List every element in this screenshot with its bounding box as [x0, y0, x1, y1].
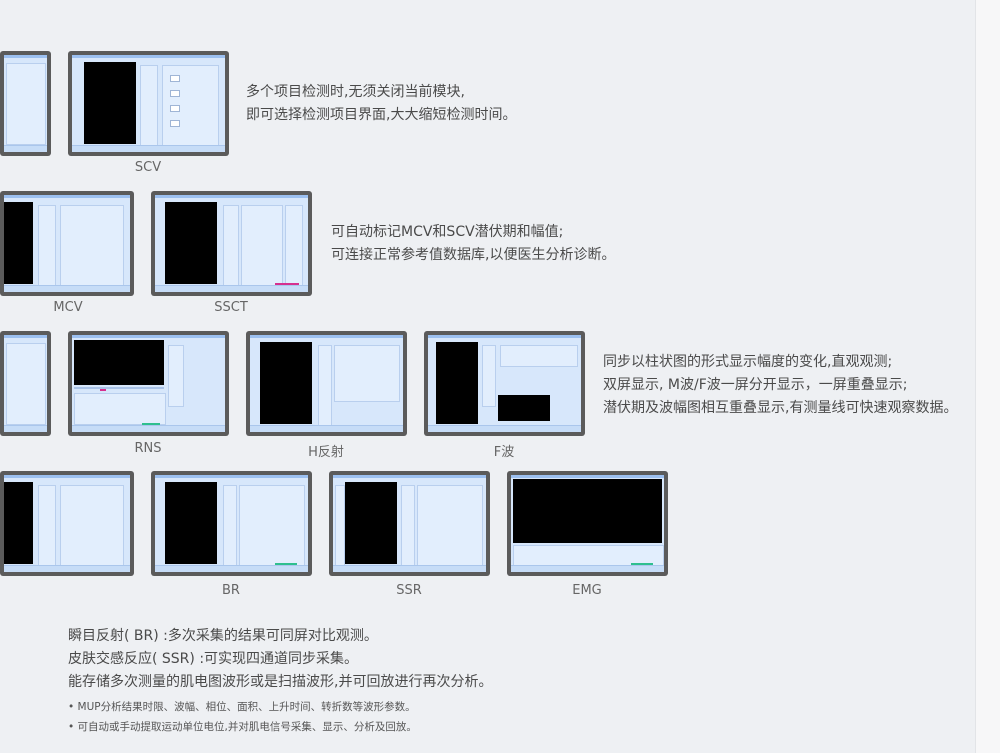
waveform-display — [165, 202, 217, 284]
waveform-display — [74, 340, 164, 385]
h-reflex-caption: H反射 — [308, 445, 344, 460]
ssct-caption: SSCT — [214, 300, 248, 315]
rns-screenshot[interactable] — [68, 331, 229, 436]
waveform-display — [4, 202, 33, 284]
module-screen — [4, 475, 130, 572]
module-screen — [4, 335, 47, 432]
module-screen — [4, 55, 47, 152]
footer-bullet-1: • MUP分析结果时限、波幅、相位、面积、上升时间、转折数等波形参数。 — [68, 701, 416, 713]
ssct-module-screen — [155, 195, 308, 292]
rns-caption: RNS — [134, 441, 162, 456]
emg-caption: EMG — [572, 583, 602, 598]
waveform-display-secondary — [498, 395, 550, 421]
br-caption: BR — [222, 583, 240, 598]
ssr-caption: SSR — [396, 583, 422, 598]
scv-screenshot[interactable] — [68, 51, 229, 156]
waveform-display — [513, 479, 662, 543]
page-scroll-strip — [975, 0, 1000, 753]
br-module-screen — [155, 475, 308, 572]
ssr-module-screen — [333, 475, 486, 572]
f-wave-module-screen — [428, 335, 581, 432]
f-wave-screenshot[interactable] — [424, 331, 585, 436]
partial-screenshot-row3 — [0, 331, 51, 436]
waveform-display — [84, 62, 136, 144]
row1-description: 多个项目检测时,无须关闭当前模块, 即可选择检测项目界面,大大缩短检测时间。 — [246, 84, 517, 123]
waveform-display-main — [436, 342, 478, 424]
f-wave-caption: F波 — [493, 445, 515, 460]
waveform-display — [260, 342, 312, 424]
waveform-display — [345, 482, 397, 564]
mcv-module-screen — [4, 195, 130, 292]
partial-screenshot-row4 — [0, 471, 134, 576]
emg-module-screen — [511, 475, 664, 572]
partial-screenshot-row1 — [0, 51, 51, 156]
scv-module-screen — [72, 55, 225, 152]
row3-description: 同步以柱状图的形式显示幅度的变化,直观观测; 双屏显示, M波/F波一屏分开显示… — [603, 354, 958, 416]
br-screenshot[interactable] — [151, 471, 312, 576]
scv-caption: SCV — [134, 160, 162, 175]
h-reflex-screenshot[interactable] — [246, 331, 407, 436]
mcv-caption: MCV — [53, 300, 83, 315]
row2-description: 可自动标记MCV和SCV潜伏期和幅值; 可连接正常参考值数据库,以便医生分析诊断… — [331, 224, 616, 263]
footer-description: 瞬目反射( BR) :多次采集的结果可同屏对比观测。 皮肤交感反应( SSR) … — [68, 628, 493, 690]
emg-screenshot[interactable] — [507, 471, 668, 576]
rns-module-screen — [72, 335, 225, 432]
ssct-screenshot[interactable] — [151, 191, 312, 296]
footer-bullet-2: • 可自动或手动提取运动单位电位,并对肌电信号采集、显示、分析及回放。 — [68, 721, 417, 733]
waveform-display — [4, 482, 33, 564]
mcv-screenshot[interactable] — [0, 191, 134, 296]
waveform-display — [165, 482, 217, 564]
h-reflex-module-screen — [250, 335, 403, 432]
ssr-screenshot[interactable] — [329, 471, 490, 576]
